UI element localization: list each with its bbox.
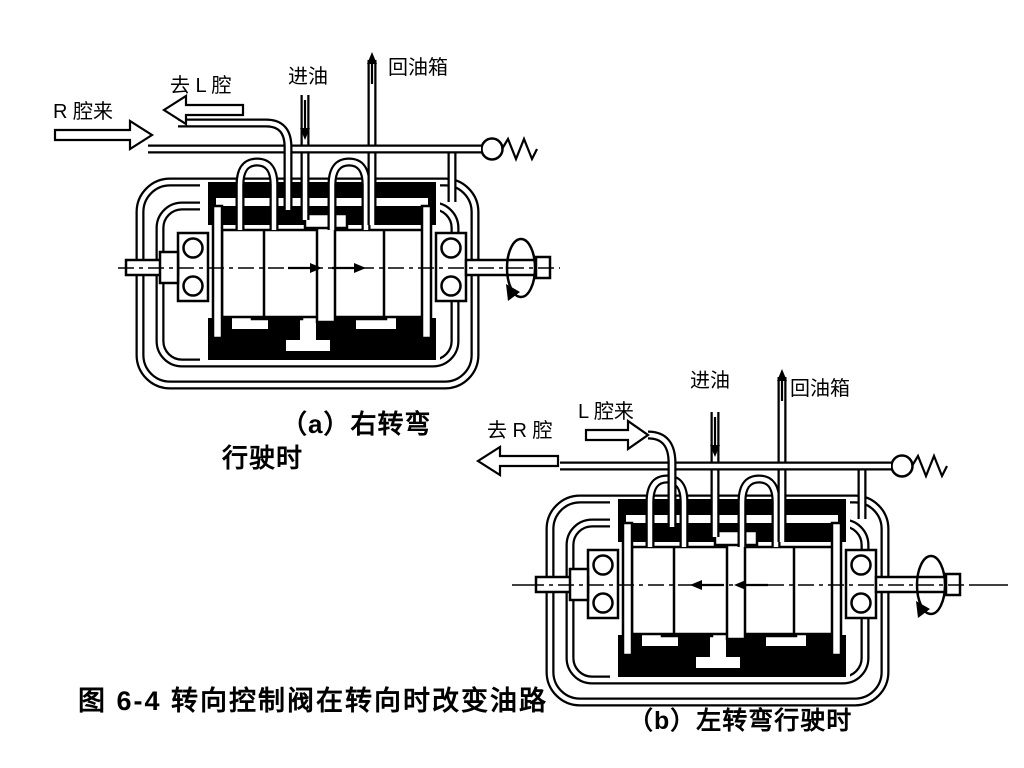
pipe-to-l-chamber	[178, 118, 293, 210]
label-oil-return-b: 回油箱	[790, 377, 850, 400]
spool-flow-arrows-left-icon	[690, 580, 768, 590]
label-oil-in-a: 进油	[288, 65, 328, 88]
label-oil-in-b: 进油	[690, 369, 730, 392]
to-r-flow-arrow-icon	[475, 444, 560, 478]
valve-assembly-b: 去 R 腔 L 腔来 进油 回油箱	[475, 369, 1008, 702]
figure-caption: 图 6-4 转向控制阀在转向时改变油路	[78, 686, 549, 716]
to-l-flow-arrow-icon	[161, 93, 245, 127]
from-l-flow-arrow-icon	[584, 418, 650, 452]
label-from-l-chamber: L 腔来	[578, 400, 634, 423]
from-r-flow-arrow-icon	[53, 118, 155, 152]
label-oil-return-a: 回油箱	[388, 56, 448, 79]
label-from-r-chamber: R 腔来	[53, 100, 113, 123]
label-to-l-chamber: 去 L 腔	[170, 74, 232, 97]
valve-assembly-a: R 腔来 去 L 腔 进油 回油箱	[53, 52, 560, 385]
caption-b: （b）左转弯行驶时	[628, 707, 853, 735]
label-to-r-chamber: 去 R 腔	[487, 419, 553, 442]
pipe-from-l-chamber	[647, 430, 677, 527]
spool-flow-arrows-right-icon	[288, 263, 366, 273]
caption-a-line2: 行驶时	[222, 443, 304, 473]
caption-a-line1: （a）右转弯	[281, 409, 432, 439]
